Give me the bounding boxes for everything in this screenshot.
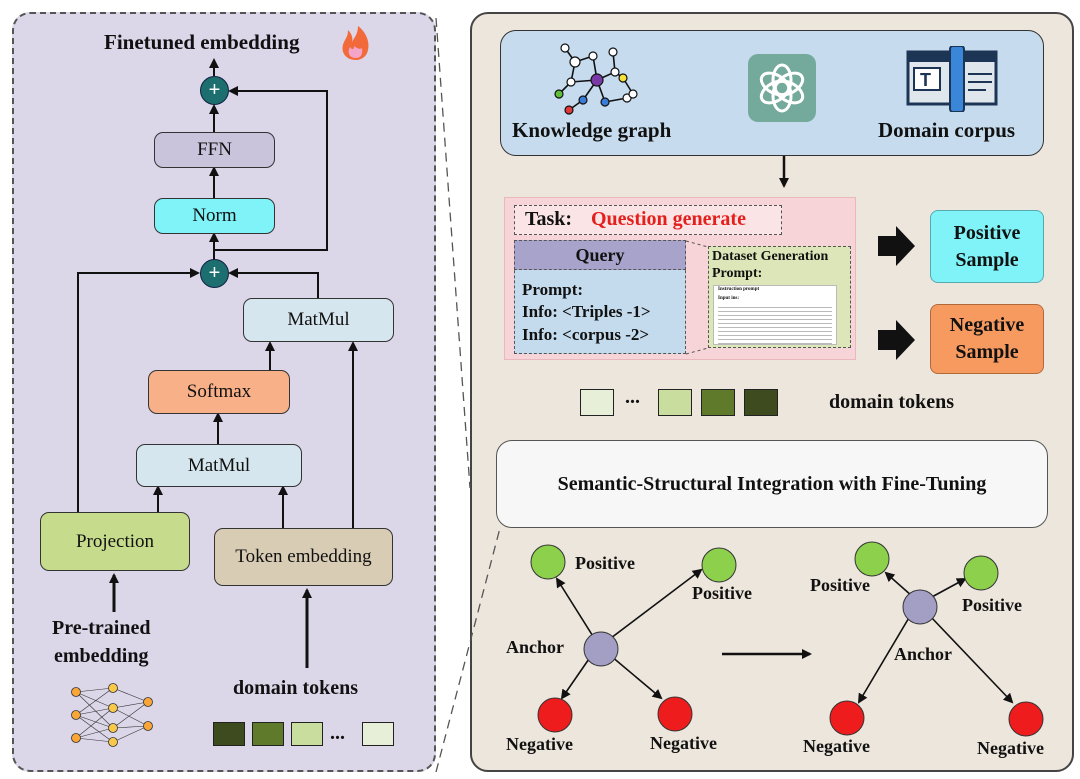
negative-sample-line1: Negative	[949, 314, 1025, 336]
positive-block-arrow	[878, 226, 915, 266]
task-prefix: Task:	[525, 208, 573, 230]
g1-anchor-node	[583, 631, 619, 667]
g1-negative-node-b	[657, 696, 693, 732]
g1-positive-node-b	[701, 547, 737, 583]
g2-positive-label-b: Positive	[962, 595, 1022, 615]
g2-positive-label-a: Positive	[810, 575, 870, 595]
token-embedding-block: Token embedding	[214, 528, 393, 586]
norm-block: Norm	[154, 198, 275, 234]
residual-line	[214, 86, 328, 251]
task-name: Question generate	[591, 208, 746, 230]
task-header: Task: Question generate	[514, 205, 782, 235]
g2-negative-label-a: Negative	[803, 736, 870, 756]
g2-negative-node-a	[829, 700, 865, 736]
g1-negative-label-a: Negative	[506, 734, 573, 754]
token-ellipsis-right: ...	[625, 386, 640, 408]
projection-block: Projection	[40, 512, 190, 571]
positive-sample-box: Positive Sample	[930, 210, 1044, 283]
matmul-bottom-block: MatMul	[136, 444, 302, 487]
g1-edge-negative-a	[560, 655, 592, 700]
query-header: Query	[514, 240, 686, 270]
g2-anchor-label: Anchor	[894, 644, 952, 664]
arrow-matmul-to-plus	[228, 268, 319, 298]
matmul-top-block: MatMul	[243, 298, 394, 342]
instruction-sub: Input ins:	[718, 296, 739, 301]
domain-tokens-label-left: domain tokens	[233, 677, 359, 699]
instruction-prompt-card: Instruction prompt Input ins:	[713, 285, 837, 345]
g1-edge-positive-b	[610, 568, 703, 639]
query-prompt-label: Prompt:	[522, 280, 584, 299]
svg-text:T: T	[920, 70, 931, 90]
g1-negative-label-b: Negative	[650, 733, 717, 753]
ffn-block: FFN	[154, 132, 275, 168]
llm-icon	[748, 54, 816, 122]
token-square	[701, 389, 735, 416]
g1-positive-node-a	[530, 544, 566, 580]
g1-positive-label-a: Positive	[575, 553, 635, 573]
token-ellipsis-left: ...	[330, 722, 345, 744]
softmax-block: Softmax	[148, 370, 290, 414]
positive-sample-line1: Positive	[953, 221, 1021, 244]
g1-edge-negative-b	[610, 655, 663, 700]
zoom-line-bottom	[435, 527, 501, 773]
token-square	[580, 389, 614, 416]
instruction-text-lines	[718, 304, 832, 344]
g2-positive-node-a	[854, 541, 890, 577]
zoom-line-top	[435, 17, 471, 489]
token-square	[291, 722, 323, 746]
add-node-top: +	[200, 76, 229, 105]
token-square	[744, 389, 778, 416]
g2-negative-node-b	[1008, 701, 1044, 737]
knowledge-graph-label: Knowledge graph	[512, 118, 672, 142]
positive-sample-line2: Sample	[955, 248, 1019, 271]
negative-sample-line2: Sample	[955, 341, 1019, 363]
dataset-title: Dataset Generation	[712, 249, 829, 264]
pretrained-label-line1: Pre-trained	[52, 617, 151, 639]
g2-edge-negative-b	[929, 615, 1014, 704]
g2-edge-positive-a	[884, 571, 913, 597]
plus-label-top: +	[208, 79, 221, 101]
domain-tokens-label-right: domain tokens	[829, 391, 955, 413]
text-document-icon: T	[906, 45, 998, 113]
g2-negative-label-b: Negative	[977, 738, 1044, 758]
negative-sample-box: Negative Sample	[930, 304, 1044, 374]
query-info-triples: Info: <Triples -1>	[522, 302, 651, 321]
token-square	[362, 722, 394, 746]
g1-positive-label-b: Positive	[692, 583, 752, 603]
plus-label-bottom: +	[208, 262, 221, 284]
token-square	[658, 389, 692, 416]
add-node-bottom: +	[200, 259, 229, 288]
fire-icon	[336, 22, 376, 62]
pretrained-label-line2: embedding	[54, 645, 149, 667]
knowledge-graph-icon	[553, 42, 643, 118]
integration-box: Semantic-Structural Integration with Fin…	[496, 440, 1048, 528]
dataset-prompt-label: Prompt:	[712, 266, 763, 281]
g2-anchor-node	[902, 589, 938, 625]
g2-positive-node-b	[963, 555, 999, 591]
instruction-title: Instruction prompt	[718, 287, 760, 292]
g1-negative-node-a	[537, 697, 573, 733]
token-square	[213, 722, 245, 746]
negative-block-arrow	[878, 320, 915, 360]
finetuned-title: Finetuned embedding	[104, 30, 300, 54]
g2-edge-positive-b	[929, 578, 967, 599]
g1-anchor-label: Anchor	[506, 637, 564, 657]
domain-corpus-label: Domain corpus	[878, 118, 1016, 142]
token-square	[252, 722, 284, 746]
projection-skip-line	[77, 268, 200, 512]
g2-edge-negative-a	[857, 615, 911, 704]
query-info-corpus: Info: <corpus -2>	[522, 325, 650, 344]
neural-network-icon	[68, 680, 158, 750]
